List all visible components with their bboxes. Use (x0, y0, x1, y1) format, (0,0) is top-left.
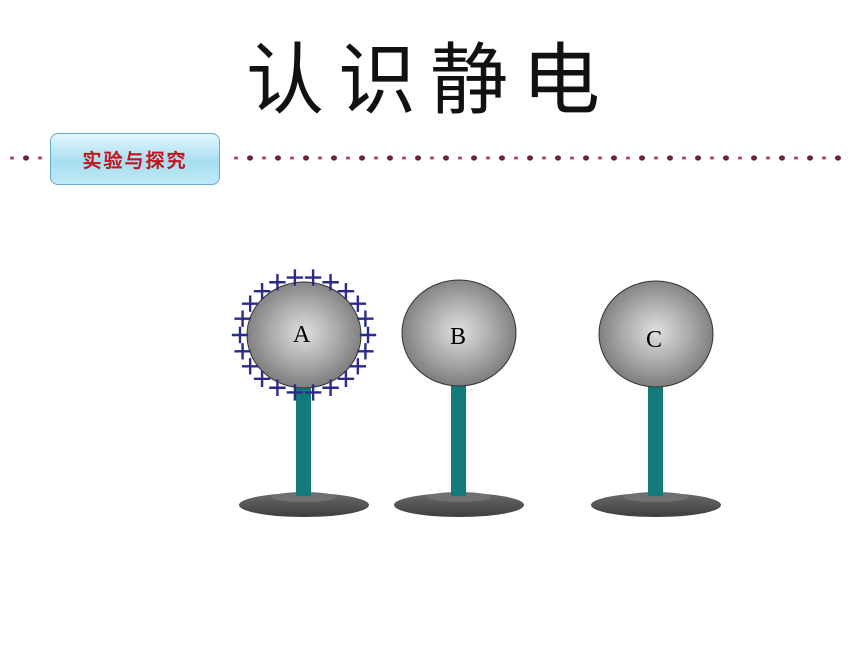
divider-dot (625, 156, 631, 160)
divider-dot (681, 156, 687, 160)
stand-b: B (394, 279, 524, 517)
plus-sign-icon (337, 282, 355, 300)
stand-c-base-top (624, 492, 688, 502)
divider-dot (821, 156, 827, 160)
sphere-a-label: A (293, 322, 311, 348)
divider-dot (835, 155, 841, 161)
divider-dot (639, 155, 645, 161)
divider-dot (401, 156, 407, 160)
divider-dot (415, 155, 421, 161)
plus-sign-icon (322, 274, 339, 291)
plus-sign-icon (231, 326, 249, 344)
divider-dot (723, 155, 729, 161)
sphere-c (598, 280, 714, 388)
positive-charges (231, 269, 377, 401)
plus-sign-icon (337, 370, 355, 388)
experiment-badge: 实验与探究 (50, 133, 220, 185)
divider-dot (303, 155, 309, 161)
divider-dot (555, 155, 561, 161)
plus-sign-icon (269, 379, 286, 396)
divider-dot (541, 156, 547, 160)
divider-dot (737, 156, 743, 160)
plus-sign-icon (234, 343, 251, 360)
plus-sign-icon (357, 343, 374, 360)
divider-dot (779, 155, 785, 161)
divider-dot (583, 155, 589, 161)
divider-dot (695, 155, 701, 161)
stand-a-pole (296, 380, 311, 496)
divider-dot (499, 155, 505, 161)
divider-dot (233, 156, 239, 160)
plus-sign-icon (304, 269, 322, 286)
plus-sign-icon (322, 379, 339, 396)
divider-dot (429, 156, 435, 160)
divider-dot (709, 156, 715, 160)
dotted-divider (10, 155, 841, 161)
divider-dot (261, 156, 267, 160)
divider-dot (527, 155, 533, 161)
stand-c: C (591, 280, 721, 517)
plus-sign-icon (241, 358, 259, 375)
plus-sign-icon (349, 295, 367, 312)
stand-b-pole (451, 384, 466, 496)
divider-dot (765, 156, 771, 160)
plus-sign-icon (234, 310, 251, 327)
stand-a: A (231, 269, 377, 517)
sphere-b (401, 279, 517, 387)
divider-dot (331, 155, 337, 161)
divider-dot (23, 155, 29, 161)
plus-sign-icon (253, 282, 271, 300)
divider-dot (513, 156, 519, 160)
plus-sign-icon (253, 370, 271, 388)
plus-sign-icon (357, 310, 374, 327)
divider-dot (443, 155, 449, 161)
plus-sign-icon (241, 295, 259, 312)
plus-sign-icon (286, 384, 304, 401)
plus-sign-icon (359, 326, 377, 344)
plus-sign-icon (269, 274, 286, 291)
divider-dot (485, 156, 491, 160)
divider-dot (597, 156, 603, 160)
divider-dot (611, 155, 617, 161)
divider-dot (247, 155, 253, 161)
divider-dot (471, 155, 477, 161)
divider-dot (289, 156, 295, 160)
slide-title: 认识静电 (245, 36, 614, 126)
stand-b-base (394, 493, 524, 517)
plus-sign-icon (304, 384, 322, 401)
divider-dot (359, 155, 365, 161)
sphere-c-label: C (646, 327, 662, 353)
divider-dot (667, 155, 673, 161)
divider-dot (807, 155, 813, 161)
divider-dot (37, 156, 43, 160)
stand-c-base (591, 493, 721, 517)
plus-sign-icon (349, 358, 367, 375)
stand-b-base-top (427, 492, 491, 502)
stand-c-pole (648, 384, 663, 496)
divider-dot (387, 155, 393, 161)
plus-sign-icon (286, 269, 304, 286)
divider-dot (793, 156, 799, 160)
divider-dot (275, 155, 281, 161)
divider-dot (10, 156, 15, 160)
sphere-b-label: B (450, 324, 466, 350)
divider-dot (751, 155, 757, 161)
divider-dot (569, 156, 575, 160)
stand-a-base (239, 493, 369, 517)
divider-dot (457, 156, 463, 160)
divider-dot (317, 156, 323, 160)
stand-a-base-top (272, 492, 336, 502)
divider-dot (653, 156, 659, 160)
divider-dot (373, 156, 379, 160)
divider-dot (345, 156, 351, 160)
